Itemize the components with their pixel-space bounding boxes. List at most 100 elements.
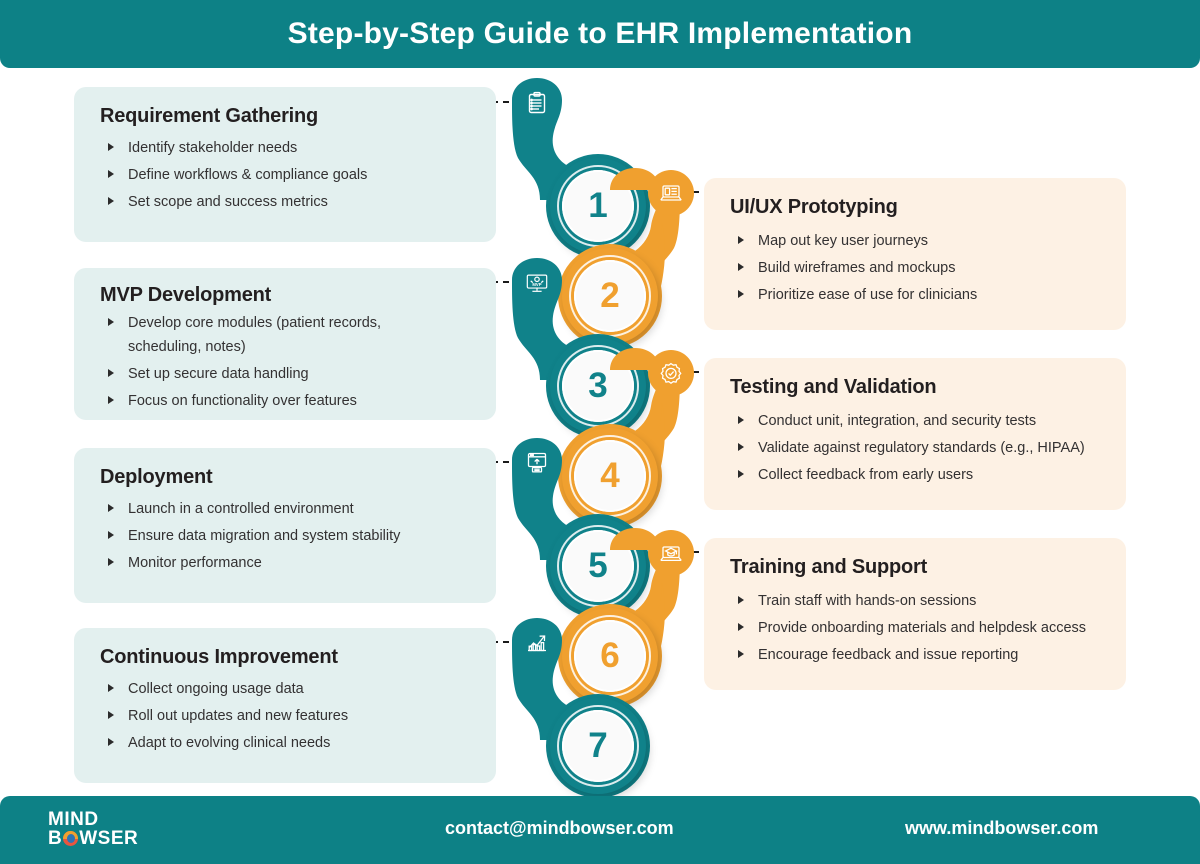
bullet-triangle-icon [108,684,114,692]
bullet-text: Collect feedback from early users [758,467,974,483]
timeline-pin-2: 2 [538,168,738,368]
logo-circle-icon [63,831,79,846]
gear-check-icon [660,362,682,384]
bullet-triangle-icon [738,236,744,244]
bullet-text: Define workflows & compliance goals [128,167,368,183]
bullet-triangle-icon [738,650,744,658]
connector-dash-7 [492,641,520,643]
footer-website[interactable]: www.mindbowser.com [905,818,1099,838]
growth-chart-icon [528,635,546,652]
card-title-3: MVP Development [100,284,272,306]
bullet-triangle-icon [108,369,114,377]
card-title-4: Testing and Validation [730,376,937,398]
page-footer: MIND B WSER contact@mindbowser.com www.m… [0,796,1200,864]
bullet-triangle-icon [738,470,744,478]
connector-dash-6 [682,551,710,553]
list-item: Roll out updates and new features [100,704,470,728]
list-item: Prioritize ease of use for clinicians [730,283,1100,307]
bullet-text: Monitor performance [128,555,262,571]
page-header: Step-by-Step Guide to EHR Implementation [0,0,1200,68]
card-bullets-2: Map out key user journeys Build wirefram… [730,229,1100,307]
bullet-text: Adapt to evolving clinical needs [128,735,331,751]
list-item: Define workflows & compliance goals [100,163,470,187]
list-item: Collect feedback from early users [730,463,1100,487]
bullet-text: Roll out updates and new features [128,708,349,724]
bullet-text: Ensure data migration and system stabili… [128,528,401,544]
list-item: Ensure data migration and system stabili… [100,524,470,548]
card-bullets-3: Develop core modules (patient records, s… [100,311,470,413]
bullet-triangle-icon [108,318,114,326]
step-card-training-support[interactable]: Training and Support Train staff with ha… [704,538,1126,690]
laptop-wireframe-icon [660,185,682,201]
card-title-6: Training and Support [730,556,928,578]
step-card-testing-validation[interactable]: Testing and Validation Conduct unit, int… [704,358,1126,510]
step-card-uiux-prototyping[interactable]: UI/UX Prototyping Map out key user journ… [704,178,1126,330]
step-icon-bubble-3: MVP [514,260,560,306]
card-title-7: Continuous Improvement [100,646,338,668]
connector-dash-2 [682,191,710,193]
bullet-triangle-icon [108,197,114,205]
list-item: Launch in a controlled environment [100,497,470,521]
bullet-triangle-icon [108,738,114,746]
timeline-pin-3: MVP 3 [500,258,700,458]
list-item: Build wireframes and mockups [730,256,1100,280]
list-item: Provide onboarding materials and helpdes… [730,616,1100,640]
step-icon-bubble-7 [514,620,560,666]
bullet-triangle-icon [738,623,744,631]
step-card-mvp-development[interactable]: MVP Development Develop core modules (pa… [74,268,496,420]
timeline-pin-6: 6 [538,528,738,728]
step-icon-bubble-4 [648,350,694,396]
connector-dash-1 [492,101,520,103]
bullet-text: Conduct unit, integration, and security … [758,413,1037,429]
footer-email[interactable]: contact@mindbowser.com [445,818,674,838]
list-item: Set up secure data handling [100,362,470,386]
bullet-text: Set scope and success metrics [128,194,328,210]
connector-dash-5 [492,461,520,463]
list-item: Set scope and success metrics [100,190,470,214]
logo-letters-wser: WSER [79,828,139,849]
infographic-canvas: 1 2 [0,68,1200,798]
step-number-circle-4: 4 [562,428,658,524]
step-number-circle-2: 2 [562,248,658,344]
svg-text:MVP: MVP [532,282,541,287]
bullet-text: Build wireframes and mockups [758,260,956,276]
list-item: Validate against regulatory standards (e… [730,436,1100,460]
bullet-text: Train staff with hands-on sessions [758,593,977,609]
clipboard-checklist-icon [528,91,546,114]
bullet-text: Set up secure data handling [128,366,309,382]
bullet-text: Encourage feedback and issue reporting [758,647,1019,663]
timeline-pin-4: 4 [538,348,738,548]
bullet-text: Develop core modules (patient records, s… [128,315,382,355]
circle-ring-7 [557,705,639,787]
card-title-5: Deployment [100,466,213,488]
step-icon-bubble-1 [514,80,560,126]
deploy-upload-icon [527,452,547,473]
bullet-triangle-icon [108,396,114,404]
bullet-triangle-icon [108,504,114,512]
list-item: Identify stakeholder needs [100,136,470,160]
list-item: Map out key user journeys [730,229,1100,253]
bullet-triangle-icon [108,143,114,151]
bullet-triangle-icon [738,290,744,298]
bullet-triangle-icon [108,531,114,539]
logo-letter-b: B [48,828,63,849]
list-item: Collect ongoing usage data [100,677,470,701]
bullet-text: Focus on functionality over features [128,393,357,409]
bullet-text: Launch in a controlled environment [128,501,354,517]
bullet-triangle-icon [108,558,114,566]
connector-dash-3 [492,281,520,283]
page-title: Step-by-Step Guide to EHR Implementation [287,17,913,50]
bullet-triangle-icon [108,170,114,178]
card-bullets-4: Conduct unit, integration, and security … [730,409,1100,487]
bullet-triangle-icon [738,443,744,451]
step-card-requirement-gathering[interactable]: Requirement Gathering Identify stakehold… [74,87,496,242]
card-title-1: Requirement Gathering [100,105,319,127]
mindbowser-logo[interactable]: MIND B WSER [48,810,138,848]
step-card-continuous-improvement[interactable]: Continuous Improvement Collect ongoing u… [74,628,496,783]
bullet-text: Prioritize ease of use for clinicians [758,287,978,303]
mvp-monitor-icon: MVP [526,274,548,292]
card-title-2: UI/UX Prototyping [730,196,898,218]
list-item: Train staff with hands-on sessions [730,589,1100,613]
step-number-circle-7: 7 [550,698,646,794]
step-card-deployment[interactable]: Deployment Launch in a controlled enviro… [74,448,496,603]
